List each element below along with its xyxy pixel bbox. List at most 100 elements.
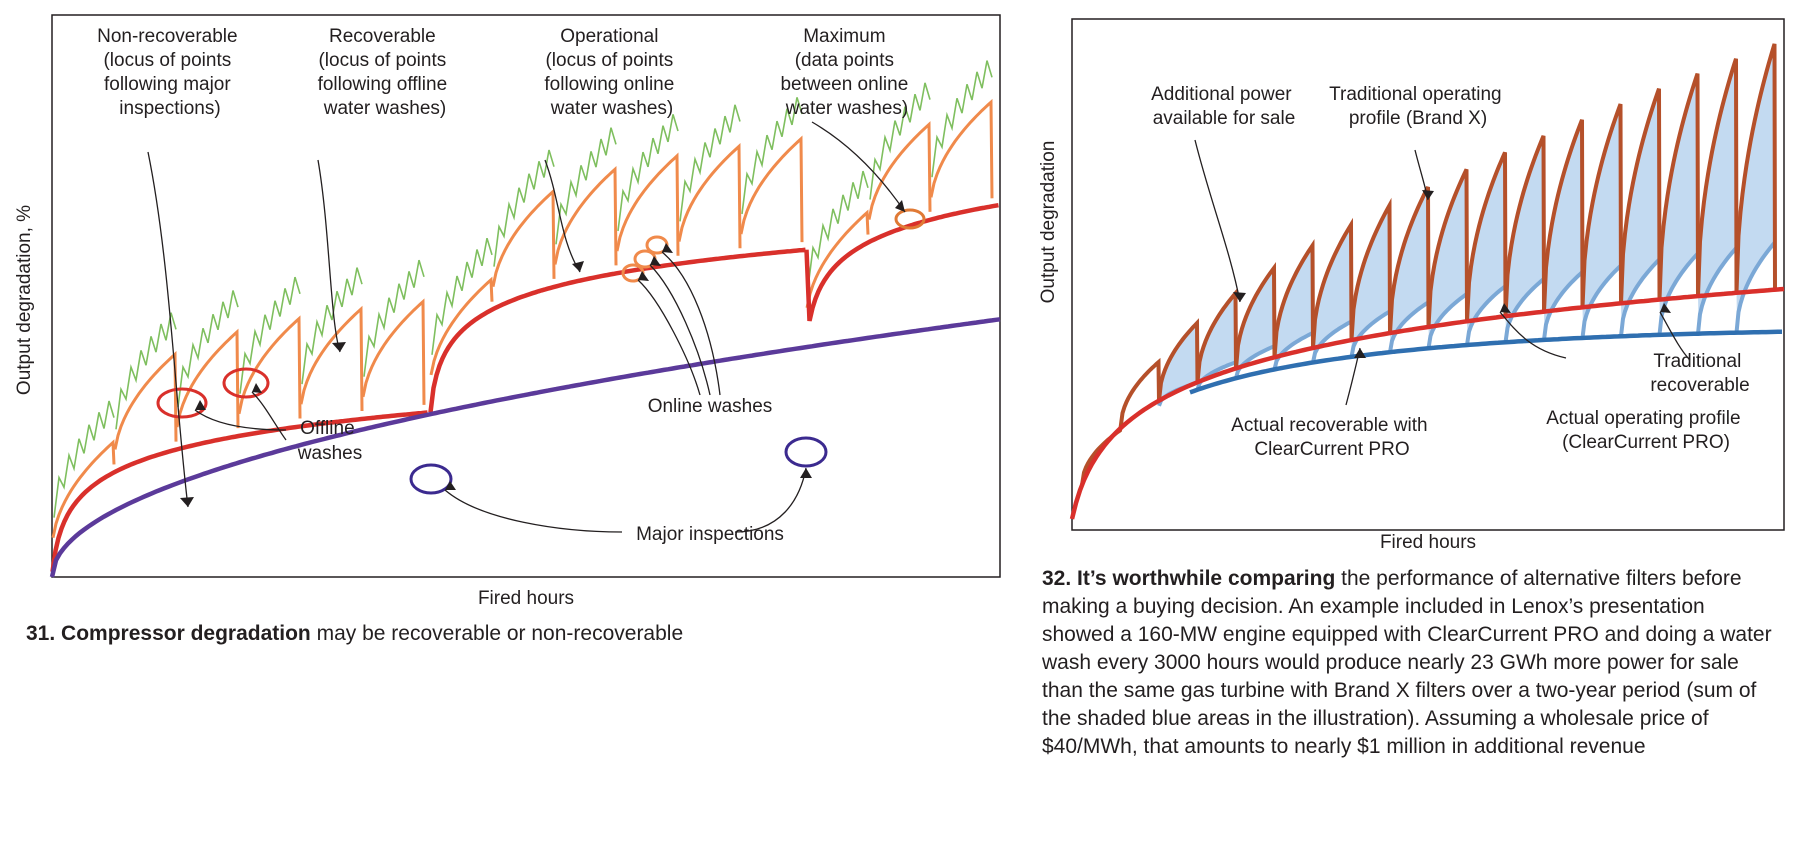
traditional-profile-segment bbox=[1349, 197, 1392, 341]
operational-segment bbox=[361, 298, 426, 405]
shaded-area bbox=[1274, 245, 1313, 366]
maximum-segment bbox=[931, 60, 993, 178]
annotation-major-inspections: Major inspections bbox=[636, 524, 784, 545]
figure-32-caption: 32. It’s worthwhile comparing the perfor… bbox=[1042, 565, 1782, 761]
traditional-profile-segment bbox=[1272, 238, 1315, 358]
traditional-profile-segment bbox=[1657, 72, 1700, 300]
operational-segment bbox=[553, 165, 618, 266]
y-axis-label: Output degradation bbox=[1038, 141, 1059, 304]
shaded-area bbox=[1313, 224, 1352, 358]
annotation-operational: Operational (locus of points following o… bbox=[544, 26, 679, 119]
caption-text: the performance of alternative filters b… bbox=[1042, 567, 1772, 758]
traditional-profile-segment bbox=[1118, 357, 1161, 429]
maximum-segment bbox=[301, 267, 363, 385]
maximum-curve bbox=[53, 60, 993, 518]
annotation-traditional-profile: Traditional operating profile (Brand X) bbox=[1329, 84, 1507, 129]
annotation-online-washes: Online washes bbox=[648, 396, 773, 417]
traditional-profile-segment bbox=[1619, 88, 1662, 304]
operational-segment bbox=[677, 143, 742, 249]
maximum-segment bbox=[431, 237, 493, 355]
traditional-profile-segment bbox=[1465, 151, 1508, 322]
x-axis-label: Fired hours bbox=[1380, 532, 1476, 553]
actual-profile-segment bbox=[1657, 252, 1699, 336]
operational-segment bbox=[929, 98, 994, 199]
annotation-traditional-recoverable: Traditional recoverable bbox=[1650, 351, 1749, 396]
annotation-recoverable: Recoverable (locus of points following o… bbox=[318, 26, 453, 119]
annotation-maximum: Maximum (data points between online wate… bbox=[780, 26, 913, 119]
maximum-segment bbox=[493, 149, 555, 267]
figure-32: Additional power available for sale Trad… bbox=[1030, 0, 1798, 853]
maximum-segment bbox=[177, 290, 239, 408]
figure-31-caption: 31. Compressor degradation may be recove… bbox=[26, 620, 986, 648]
offline-wash-marker bbox=[222, 367, 270, 399]
traditional-profile-segment bbox=[1542, 119, 1585, 312]
traditional-recoverable-curve bbox=[1069, 286, 1785, 520]
caption-text: may be recoverable or non-recoverable bbox=[316, 622, 684, 645]
traditional-profile-segment bbox=[1696, 58, 1739, 297]
annotation-offline-washes: Offline washes bbox=[297, 418, 362, 464]
y-axis-label: Output degradation, % bbox=[14, 205, 35, 395]
maximum-segment bbox=[679, 104, 741, 222]
operational-segment bbox=[51, 439, 116, 539]
traditional-profile-segment bbox=[1157, 318, 1200, 401]
actual-recoverable-curve bbox=[1189, 329, 1782, 395]
leader-arrowheads bbox=[180, 200, 905, 507]
operational-segment bbox=[299, 305, 364, 411]
figure-32-diagram: Additional power available for sale Trad… bbox=[1038, 18, 1785, 553]
maximum-segment bbox=[741, 97, 803, 215]
traditional-profile-segment bbox=[1503, 135, 1546, 317]
shaded-area bbox=[1390, 187, 1429, 347]
maximum-marker bbox=[894, 208, 926, 230]
operational-segment bbox=[867, 121, 932, 220]
operational-curve bbox=[51, 98, 994, 539]
traditional-profile-segment bbox=[1234, 261, 1277, 369]
maximum-segment bbox=[617, 114, 679, 232]
operational-segment bbox=[491, 188, 556, 288]
maximum-segment bbox=[555, 127, 617, 245]
offline-wash-marker bbox=[156, 387, 208, 419]
annotation-additional-power: Additional power available for sale bbox=[1151, 84, 1297, 129]
caption-number: 31. bbox=[26, 622, 56, 645]
annotation-actual-operating-profile: Actual operating profile (ClearCurrent P… bbox=[1546, 408, 1746, 453]
plot-frame bbox=[1071, 18, 1785, 531]
annotation-actual-recoverable: Actual recoverable with ClearCurrent PRO bbox=[1231, 415, 1433, 460]
operational-segment bbox=[113, 350, 178, 450]
operational-segment bbox=[739, 135, 804, 243]
maximum-segment bbox=[869, 82, 931, 200]
non-recoverable-curve bbox=[49, 317, 1001, 578]
actual-profile-segment bbox=[1619, 258, 1661, 337]
operational-segment bbox=[429, 276, 494, 376]
caption-lead: It’s worthwhile comparing bbox=[1077, 567, 1336, 590]
operational-segment bbox=[615, 152, 680, 256]
major-inspection-marker bbox=[409, 463, 453, 495]
traditional-profile-segment bbox=[1734, 43, 1777, 293]
major-inspection-marker bbox=[784, 436, 828, 468]
shaded-area bbox=[1197, 293, 1236, 387]
x-axis-label: Fired hours bbox=[478, 588, 574, 609]
operational-segment bbox=[175, 328, 240, 429]
leader-lines bbox=[147, 121, 906, 533]
figure-31-diagram: Non-recoverable (locus of points followi… bbox=[14, 14, 1001, 609]
leader-arrowheads bbox=[1233, 190, 1671, 358]
caption-number: 32. bbox=[1042, 567, 1072, 590]
shaded-area bbox=[1159, 323, 1198, 404]
maximum-segment bbox=[115, 312, 177, 430]
shaded-area bbox=[1236, 268, 1275, 375]
leader-lines bbox=[1194, 139, 1691, 406]
operational-segment bbox=[805, 209, 870, 309]
figure-31: Non-recoverable (locus of points followi… bbox=[14, 14, 1001, 648]
traditional-profile-segment bbox=[1580, 103, 1623, 308]
maximum-segment bbox=[363, 259, 425, 377]
maximum-segment bbox=[807, 170, 869, 288]
traditional-profile-segment bbox=[1426, 168, 1469, 328]
traditional-profile-segment bbox=[1311, 217, 1354, 349]
plot-frame bbox=[51, 14, 1001, 578]
recoverable-curve bbox=[50, 202, 999, 573]
traditional-operating-profile-curve bbox=[1080, 43, 1777, 486]
actual-profile-segment bbox=[1734, 241, 1777, 333]
actual-profile-segment bbox=[1696, 246, 1738, 334]
maximum-segment bbox=[53, 400, 115, 518]
maximum-segment bbox=[239, 276, 301, 394]
operational-segment bbox=[237, 315, 302, 419]
annotation-non-recoverable: Non-recoverable (locus of points followi… bbox=[97, 26, 243, 119]
